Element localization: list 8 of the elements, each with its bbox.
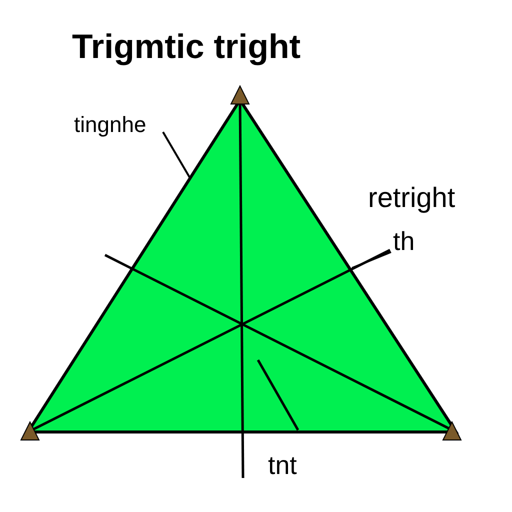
leader-line (162, 132, 191, 178)
part-label: th (393, 228, 415, 254)
part-label: tnt (268, 452, 297, 478)
part-label: retright (368, 184, 456, 212)
triangle-drawing (20, 84, 462, 478)
leader-line (352, 251, 392, 269)
part-label: tingnhe (74, 114, 146, 136)
diagram-title: Trigmtic tright (72, 30, 301, 64)
